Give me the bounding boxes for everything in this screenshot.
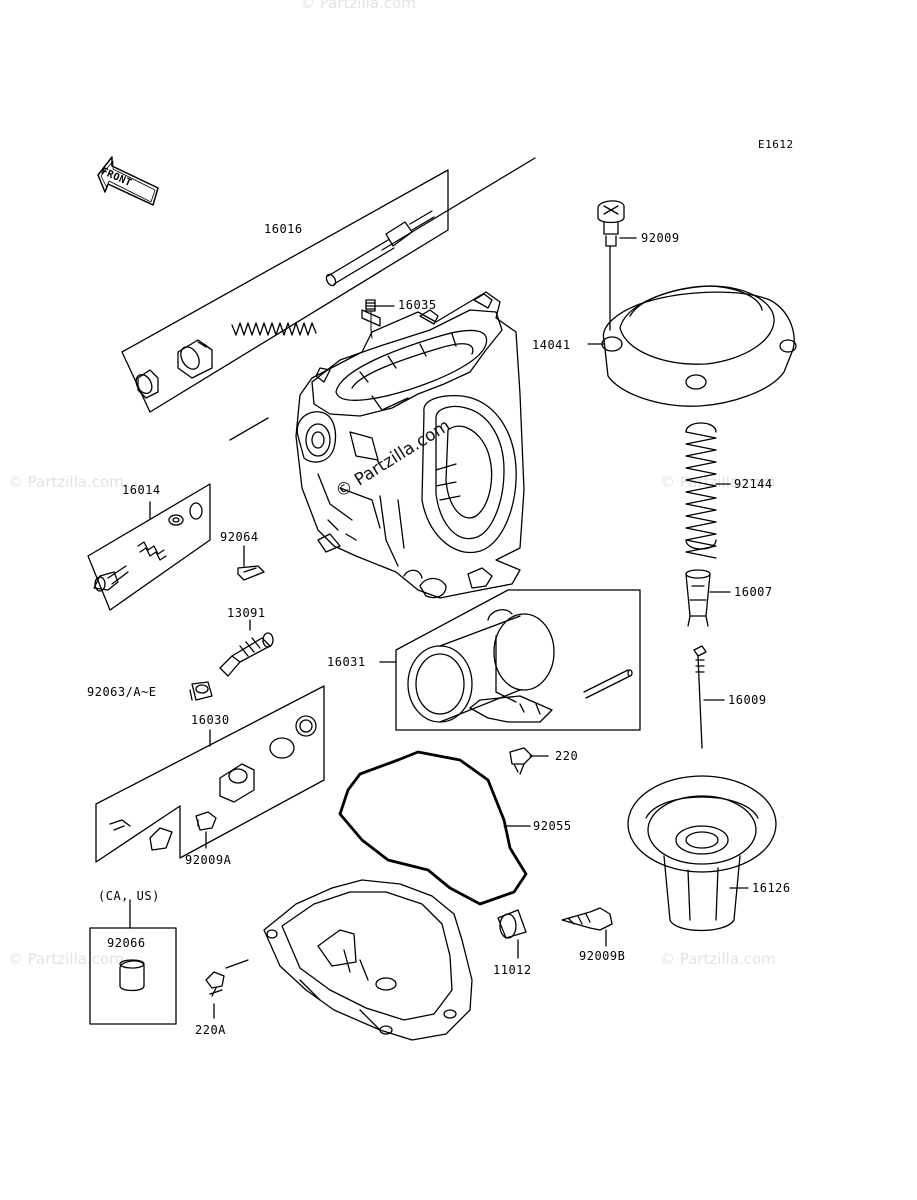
- callout-92055: 92055: [533, 819, 572, 833]
- part-16031-throttle-valve: [407, 609, 633, 723]
- part-92144-spring: [685, 422, 731, 559]
- callout-16035: 16035: [398, 298, 437, 312]
- callout-92144: 92144: [734, 477, 773, 491]
- part-92009B-screw: [561, 907, 613, 947]
- callout-16126: 16126: [752, 881, 791, 895]
- part-16007-holder: [685, 569, 731, 627]
- callout-16030: 16030: [191, 713, 230, 727]
- callout-16014: 16014: [122, 483, 161, 497]
- part-11012-cap: [497, 909, 527, 959]
- callout-16007: 16007: [734, 585, 773, 599]
- float-valve-parts: [109, 715, 317, 851]
- part-92055-gasket: [338, 750, 531, 906]
- watermark: © Partzilla.com: [8, 473, 124, 491]
- callout-14041: 14041: [532, 338, 571, 352]
- starter-plunger-parts: [135, 210, 435, 399]
- watermark: © Partzilla.com: [660, 473, 776, 491]
- callout-16016: 16016: [264, 222, 303, 236]
- part-16035-screw: [365, 299, 395, 339]
- callout-92009B: 92009B: [579, 949, 626, 963]
- float-bowl: [263, 879, 473, 1041]
- watermark: © Partzilla.com: [8, 950, 124, 968]
- part-16009-jet-needle: [693, 645, 725, 749]
- callout-16031: 16031: [327, 655, 366, 669]
- group-16016-outline: [121, 157, 536, 441]
- watermark: © Partzilla.com: [300, 0, 416, 12]
- callout-92009: 92009: [641, 231, 680, 245]
- callout-220A: 220A: [195, 1023, 226, 1037]
- watermark: © Partzilla.com: [660, 950, 776, 968]
- part-92063-main-jet: [189, 681, 213, 701]
- group-16014-outline: [87, 483, 211, 611]
- callout-11012: 11012: [493, 963, 532, 977]
- diagram-code: E1612: [758, 138, 794, 151]
- note-ca-us: (CA, US): [98, 889, 160, 903]
- front-arrow-icon: [97, 156, 159, 206]
- part-220A-screw: [205, 959, 249, 1019]
- part-92064-fitting: [237, 545, 265, 581]
- callout-92063: 92063/A~E: [87, 685, 157, 699]
- part-92009-screw: [597, 200, 637, 331]
- part-92066-box: [89, 899, 177, 1025]
- group-16030-outline: [95, 685, 325, 863]
- callout-92064: 92064: [220, 530, 259, 544]
- group-16031-outline: [379, 589, 641, 731]
- carburetor-body: [295, 291, 525, 599]
- pilot-screw-parts: [93, 502, 203, 592]
- part-220-screw: [509, 747, 549, 775]
- callout-16009: 16009: [728, 693, 767, 707]
- callout-13091: 13091: [227, 606, 266, 620]
- part-14041-top-cover: [587, 285, 797, 407]
- part-13091-jet-needle-jet: [219, 619, 274, 677]
- callout-220: 220: [555, 749, 579, 763]
- part-16126-diaphragm: [627, 775, 777, 932]
- callout-92066: 92066: [107, 936, 146, 950]
- callout-92009A: 92009A: [185, 853, 232, 867]
- part-92009A-screw: [195, 811, 217, 849]
